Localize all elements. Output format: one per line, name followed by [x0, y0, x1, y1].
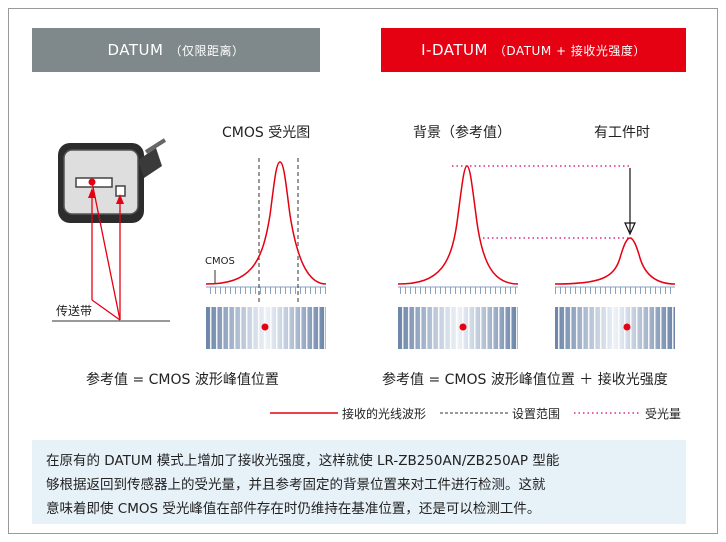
note-line-3: 意味着即使 CMOS 受光峰值在部件存在时仍维持在基准位置，还是可以检测工件。	[46, 501, 541, 517]
laser-beam-lines	[88, 181, 124, 321]
cmos-image-band-mid	[398, 307, 518, 349]
idatum-banner: I-DATUM （DATUM + 接收光强度）	[381, 28, 686, 72]
decrease-arrow-icon	[624, 168, 636, 236]
idatum-title: I-DATUM	[421, 41, 488, 59]
idatum-title-note: （DATUM + 接收光强度）	[493, 43, 646, 58]
datum-title-note: （仅限距离）	[169, 43, 245, 58]
note-line-2: 够根据返回到传感器上的受光量，并且参考固定的背景位置来对工件进行检测。这就	[46, 477, 546, 493]
cmos-image-band-right	[555, 307, 675, 349]
legend-label-waveform: 接收的光线波形	[342, 407, 427, 421]
cmos-strip-right	[555, 287, 675, 294]
background-label: 背景（参考值）	[413, 125, 511, 141]
waveform-datum	[205, 161, 327, 285]
formula-left: 参考值 = CMOS 波形峰值位置	[86, 372, 279, 388]
waveform-with-workpiece	[554, 237, 676, 285]
description-note: 在原有的 DATUM 模式上增加了接收光强度，这样就使 LR-ZB250AN/Z…	[32, 440, 686, 524]
conveyor-label: 传送带	[56, 304, 93, 318]
cmos-image-label: CMOS 受光图	[222, 125, 311, 141]
legend-label-light: 受光量	[645, 407, 682, 421]
cmos-strip-left	[206, 287, 326, 294]
note-line-1: 在原有的 DATUM 模式上增加了接收光强度，这样就使 LR-ZB250AN/Z…	[46, 453, 560, 469]
formula-right: 参考值 = CMOS 波形峰值位置 ＋ 接收光强度	[382, 372, 668, 388]
datum-title: DATUM	[107, 41, 164, 59]
sensor-device-icon	[58, 138, 167, 223]
legend-label-range: 设置范围	[512, 407, 561, 421]
cmos-image-band-left	[206, 307, 326, 349]
cmos-strip-mid	[398, 287, 518, 294]
waveform-background	[397, 165, 519, 285]
cmos-label: CMOS	[205, 256, 235, 267]
datum-banner: DATUM （仅限距离）	[32, 28, 320, 72]
with-workpiece-label: 有工件时	[594, 125, 650, 141]
